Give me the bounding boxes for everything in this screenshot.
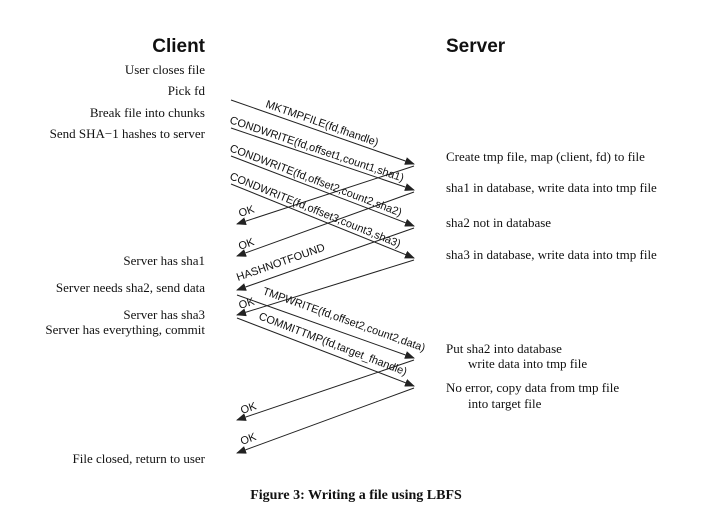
arrow-ok-3 [236,259,415,317]
client-note: Pick fd [168,83,206,98]
client-note: Server has sha3 [123,307,205,322]
server-note: Create tmp file, map (client, fd) to fil… [446,149,645,164]
arrow-committmp [236,317,415,387]
server-note: into target file [468,396,542,411]
client-note: User closes file [125,62,205,77]
arrow-ok-4 [236,359,415,421]
arrow-ok-2 [236,191,415,257]
server-note: No error, copy data from tmp file [446,380,619,395]
server-note: sha2 not in database [446,215,551,230]
client-note: Server needs sha2, send data [56,280,205,295]
client-header: Client [152,36,205,57]
arrow-condwrite-3 [230,183,415,259]
client-note: Send SHA−1 hashes to server [50,126,206,141]
server-header: Server [446,36,506,57]
arrow-ok-5 [236,387,415,454]
message-label: OK [239,400,259,417]
client-note: Server has everything, commit [45,322,205,337]
arrow-ok-1 [236,165,415,225]
client-note: Break file into chunks [90,105,205,120]
arrow-hashnotfound [236,227,415,291]
figure-caption: Figure 3: Writing a file using LBFS [250,488,462,503]
message-label: OK [237,203,256,220]
arrow-mktmpfile [230,99,415,165]
arrow-tmpwrite [236,294,415,359]
server-note: sha3 in database, write data into tmp fi… [446,247,657,262]
server-note: write data into tmp file [468,356,587,371]
arrow-condwrite-2 [230,155,415,227]
server-note: Put sha2 into database [446,341,562,356]
arrow-condwrite-1 [230,127,415,191]
client-note: File closed, return to user [73,451,206,466]
message-label: OK [239,431,259,448]
message-label: OK [237,295,256,311]
message-label: OK [237,236,257,253]
server-note: sha1 in database, write data into tmp fi… [446,180,657,195]
client-note: Server has sha1 [123,253,205,268]
